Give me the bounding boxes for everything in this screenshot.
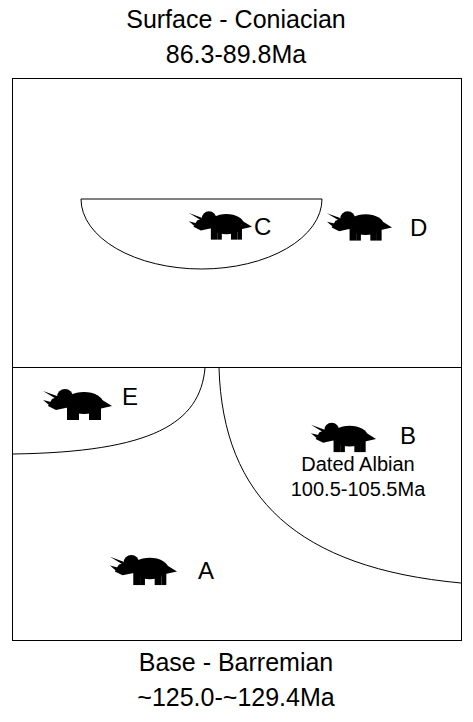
age-note: Dated Albian 100.5-105.5Ma [278,452,438,502]
surface-age-label-holder: Surface - Coniacian 86.3-89.8Ma [106,2,366,72]
base-age-label-holder: Base - Barremian ~125.0-~129.4Ma [106,645,366,715]
specimen-letter: B [400,421,416,451]
specimen-letter: A [198,556,214,586]
age-note-holder: Dated Albian 100.5-105.5Ma [278,452,438,502]
lower-stratum-band: A E BDated Albian 100.5-105.5Ma [12,367,462,641]
ceratopsian-silhouette [43,389,112,420]
fossil-zone-outline [13,368,206,455]
fossil-zone: E [13,368,206,455]
ceratopsian-silhouette [311,423,376,452]
specimen-letter: D [410,213,427,243]
specimen-letter: C [254,212,271,242]
surface-age-label: Surface - Coniacian 86.3-89.8Ma [106,2,366,72]
upper-stratum-band: DC [12,78,462,368]
channel-fill-lens: C [80,198,323,271]
specimen-letter-holder: D [410,213,427,243]
fossil-zone-boundary [13,368,205,454]
ceratopsian-silhouette [327,211,392,240]
specimen-letter-holder: A [198,556,214,586]
ceratopsian-silhouette [189,211,252,239]
ceratopsian-silhouette [110,555,177,585]
specimen-letter: E [122,382,138,412]
specimen-letter-holder: C [254,212,271,242]
dated-zone: BDated Albian 100.5-105.5Ma [218,368,461,584]
dated-zone-boundary [219,368,461,583]
specimen-letter-holder: B [400,421,416,451]
channel-fill-lens-outline [80,198,323,271]
dated-zone-outline [218,368,461,584]
specimen-letter-holder: E [122,382,138,412]
channel-fill-lens-boundary [81,199,322,269]
base-age-label: Base - Barremian ~125.0-~129.4Ma [106,645,366,715]
